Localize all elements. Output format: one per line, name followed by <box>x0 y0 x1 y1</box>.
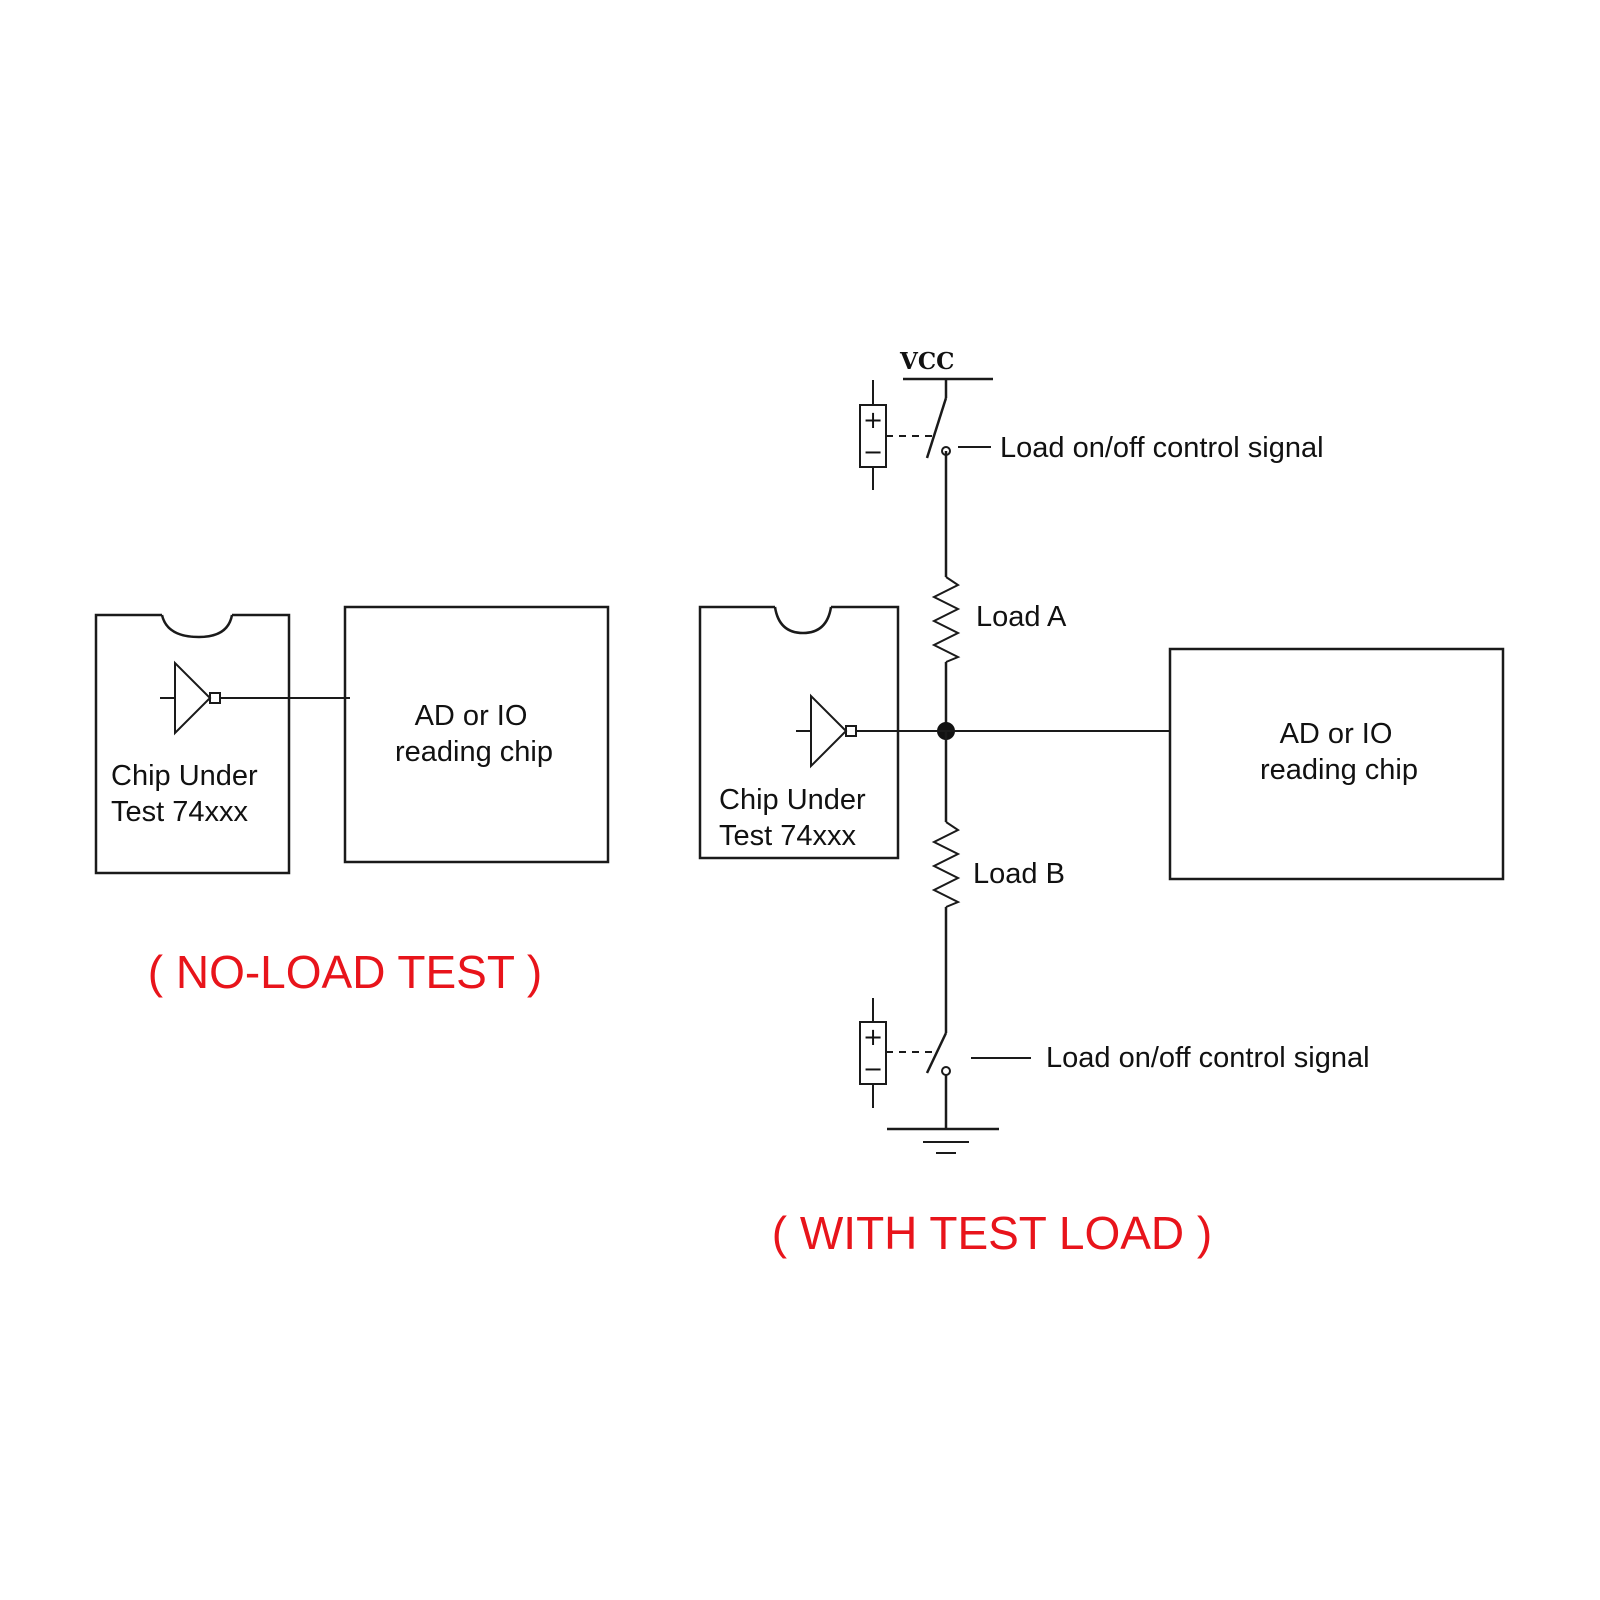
load-b-label: Load B <box>973 858 1065 890</box>
right-chip-notch <box>773 606 833 635</box>
vcc-label: VCC <box>899 348 954 375</box>
bottom-switch-blade <box>925 1032 948 1074</box>
bottom-control-signal-label: Load on/off control signal <box>1046 1042 1370 1074</box>
right-buffer-output-bubble <box>845 725 857 737</box>
right-buffer-icon <box>810 693 848 769</box>
left-reading-chip-box <box>343 605 610 864</box>
bottom-battery-minus: − <box>863 1055 883 1083</box>
left-reader-label-line2: reading chip <box>395 736 553 768</box>
left-chip-label-line1: Chip Under <box>111 760 258 792</box>
left-chip-notch <box>160 614 234 639</box>
right-chip-label-line2: Test 74xxx <box>719 820 856 852</box>
with-test-load-diagram: VCC Load on/off control signal + − Load … <box>698 348 1505 1259</box>
left-buffer-output-bubble <box>209 692 221 704</box>
left-chip-body <box>94 613 291 875</box>
with-test-load-caption: ( WITH TEST LOAD ) <box>772 1207 1212 1259</box>
bottom-battery-plus: + <box>863 1023 883 1051</box>
top-battery-icon: + − <box>859 380 887 490</box>
top-battery-minus: − <box>863 438 883 466</box>
left-chip-label-line2: Test 74xxx <box>111 796 248 828</box>
top-control-signal-label: Load on/off control signal <box>1000 432 1324 464</box>
top-battery-plus: + <box>863 406 883 434</box>
load-a-resistor-icon <box>931 576 961 663</box>
left-buffer-icon <box>174 660 212 736</box>
ground-icon <box>887 1127 999 1154</box>
bottom-battery-icon: + − <box>859 998 887 1108</box>
no-load-test-diagram: Chip Under Test 74xxx AD or IO reading c… <box>94 605 610 998</box>
right-reader-label-line1: AD or IO <box>1280 718 1393 750</box>
right-chip-label-line1: Chip Under <box>719 784 866 816</box>
right-chip-body <box>698 605 900 860</box>
bottom-switch-contact <box>941 1066 951 1076</box>
left-reader-label-line1: AD or IO <box>415 700 528 732</box>
load-b-resistor-icon <box>931 821 961 908</box>
top-switch-blade <box>925 397 948 459</box>
right-reading-chip-box <box>1168 647 1505 881</box>
right-reader-label-line2: reading chip <box>1260 754 1418 786</box>
no-load-test-caption: ( NO-LOAD TEST ) <box>148 946 542 998</box>
load-a-label: Load A <box>976 601 1067 633</box>
